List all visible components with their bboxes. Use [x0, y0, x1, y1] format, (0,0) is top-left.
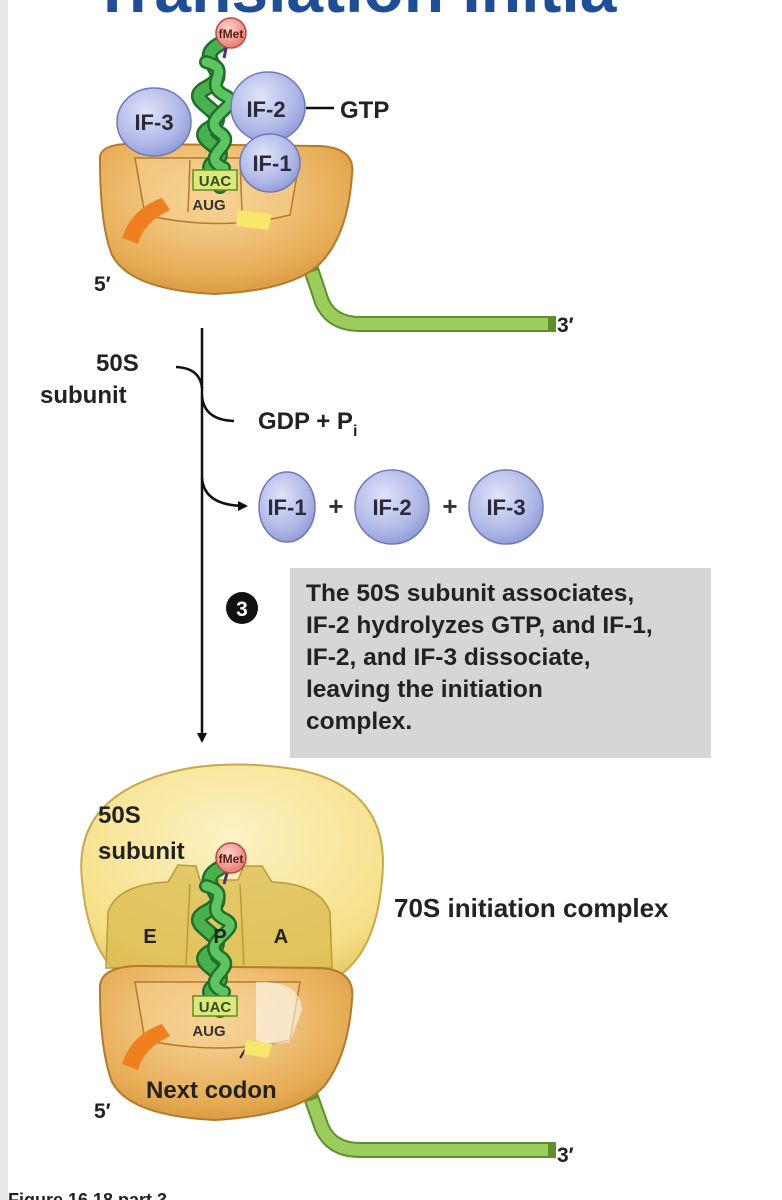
subunit-entry-curve — [175, 365, 204, 389]
site-e-label: E — [143, 926, 156, 948]
fmet-ball-bottom — [215, 842, 247, 874]
gtp-label: GTP — [340, 97, 389, 124]
anticodon-label-bottom: UAC — [199, 999, 232, 1016]
caption-line-1: The 50S subunit associates, — [306, 580, 635, 607]
site-p-label: P — [213, 926, 226, 948]
if2-factor-released — [354, 469, 430, 545]
codon-label-bottom: AUG — [192, 1023, 225, 1040]
released-factors: IF-1 + IF-2 + IF-3 — [258, 469, 544, 545]
five-prime-label-bottom: 5′ — [94, 1100, 111, 1123]
gdp-pi-main: GDP + P — [258, 408, 353, 435]
mrna-strand-top — [301, 261, 556, 332]
fmet-ball-top — [215, 17, 247, 49]
bottom-initiation-complex: UAC AUG fMet E P A 50S subunit Next codo… — [80, 763, 574, 1167]
if1-label-top: IF-1 — [252, 151, 291, 176]
subunit-label-bottom-line2: subunit — [98, 838, 185, 865]
released-if3-label: IF-3 — [486, 495, 525, 520]
anticodon-box-bottom — [192, 995, 238, 1017]
reaction-arrows — [175, 328, 248, 743]
codon-label-top: AUG — [192, 197, 225, 214]
caption-line-2: IF-2 hydrolyzes GTP, and IF-1, — [306, 612, 653, 639]
if1-factor-top — [239, 133, 301, 193]
subunit-label-reaction-line1: 50S — [96, 350, 139, 377]
three-prime-label-bottom: 3′ — [557, 1144, 574, 1167]
next-codon-label: Next codon — [146, 1077, 277, 1104]
fmet-label-top: fMet — [219, 27, 244, 41]
step-number-badge — [226, 592, 258, 624]
caption-line-4: leaving the initiation — [306, 676, 543, 703]
subunit-label-reaction-line2: subunit — [40, 382, 127, 409]
plus-sign-2: + — [442, 491, 457, 521]
trna-bottom — [190, 860, 238, 1018]
top-initiation-complex: UAC AUG fMet IF-3 IF-2 IF-1 GTP 5′ 3′ — [94, 17, 574, 337]
caption-line-3: IF-2, and IF-3 dissociate, — [306, 644, 591, 671]
if3-factor-top — [116, 87, 192, 157]
page-title-fragment: Translation Initia — [92, 0, 618, 26]
released-if1-label: IF-1 — [267, 495, 306, 520]
five-prime-label-top: 5′ — [94, 273, 111, 296]
plus-sign-1: + — [328, 491, 343, 521]
mrna-exit-patch — [122, 198, 170, 244]
page-left-border — [0, 0, 8, 1200]
three-prime-label-top: 3′ — [557, 314, 574, 337]
gdp-pi-subscript: i — [353, 423, 357, 440]
if3-factor-released — [468, 469, 544, 545]
if3-label-top: IF-3 — [134, 110, 173, 135]
mrna-exit-patch-bottom — [122, 1024, 170, 1070]
released-if2-label: IF-2 — [372, 495, 411, 520]
step-number-label: 3 — [236, 598, 248, 621]
subunit-label-bottom-line1: 50S — [98, 802, 141, 829]
anticodon-box-top — [192, 169, 238, 191]
gdp-release-curve — [200, 395, 235, 423]
caption-line-5: complex. — [306, 708, 413, 735]
factor-release-curve — [200, 477, 248, 511]
trna-top — [190, 36, 238, 194]
if2-label-top: IF-2 — [246, 97, 285, 122]
a-site-patch — [236, 210, 272, 230]
complex-name-label: 70S initiation complex — [394, 893, 669, 923]
if1-factor-released — [258, 471, 316, 543]
gdp-pi-label: GDP + Pi — [258, 408, 357, 440]
figure-caption-fragment: Figure 16.18 part 3 — [8, 1190, 167, 1200]
anticodon-label-top: UAC — [199, 173, 232, 190]
step-caption-box: The 50S subunit associates, IF-2 hydroly… — [290, 568, 711, 758]
fmet-label-bottom: fMet — [219, 852, 244, 866]
site-a-label: A — [274, 926, 288, 948]
